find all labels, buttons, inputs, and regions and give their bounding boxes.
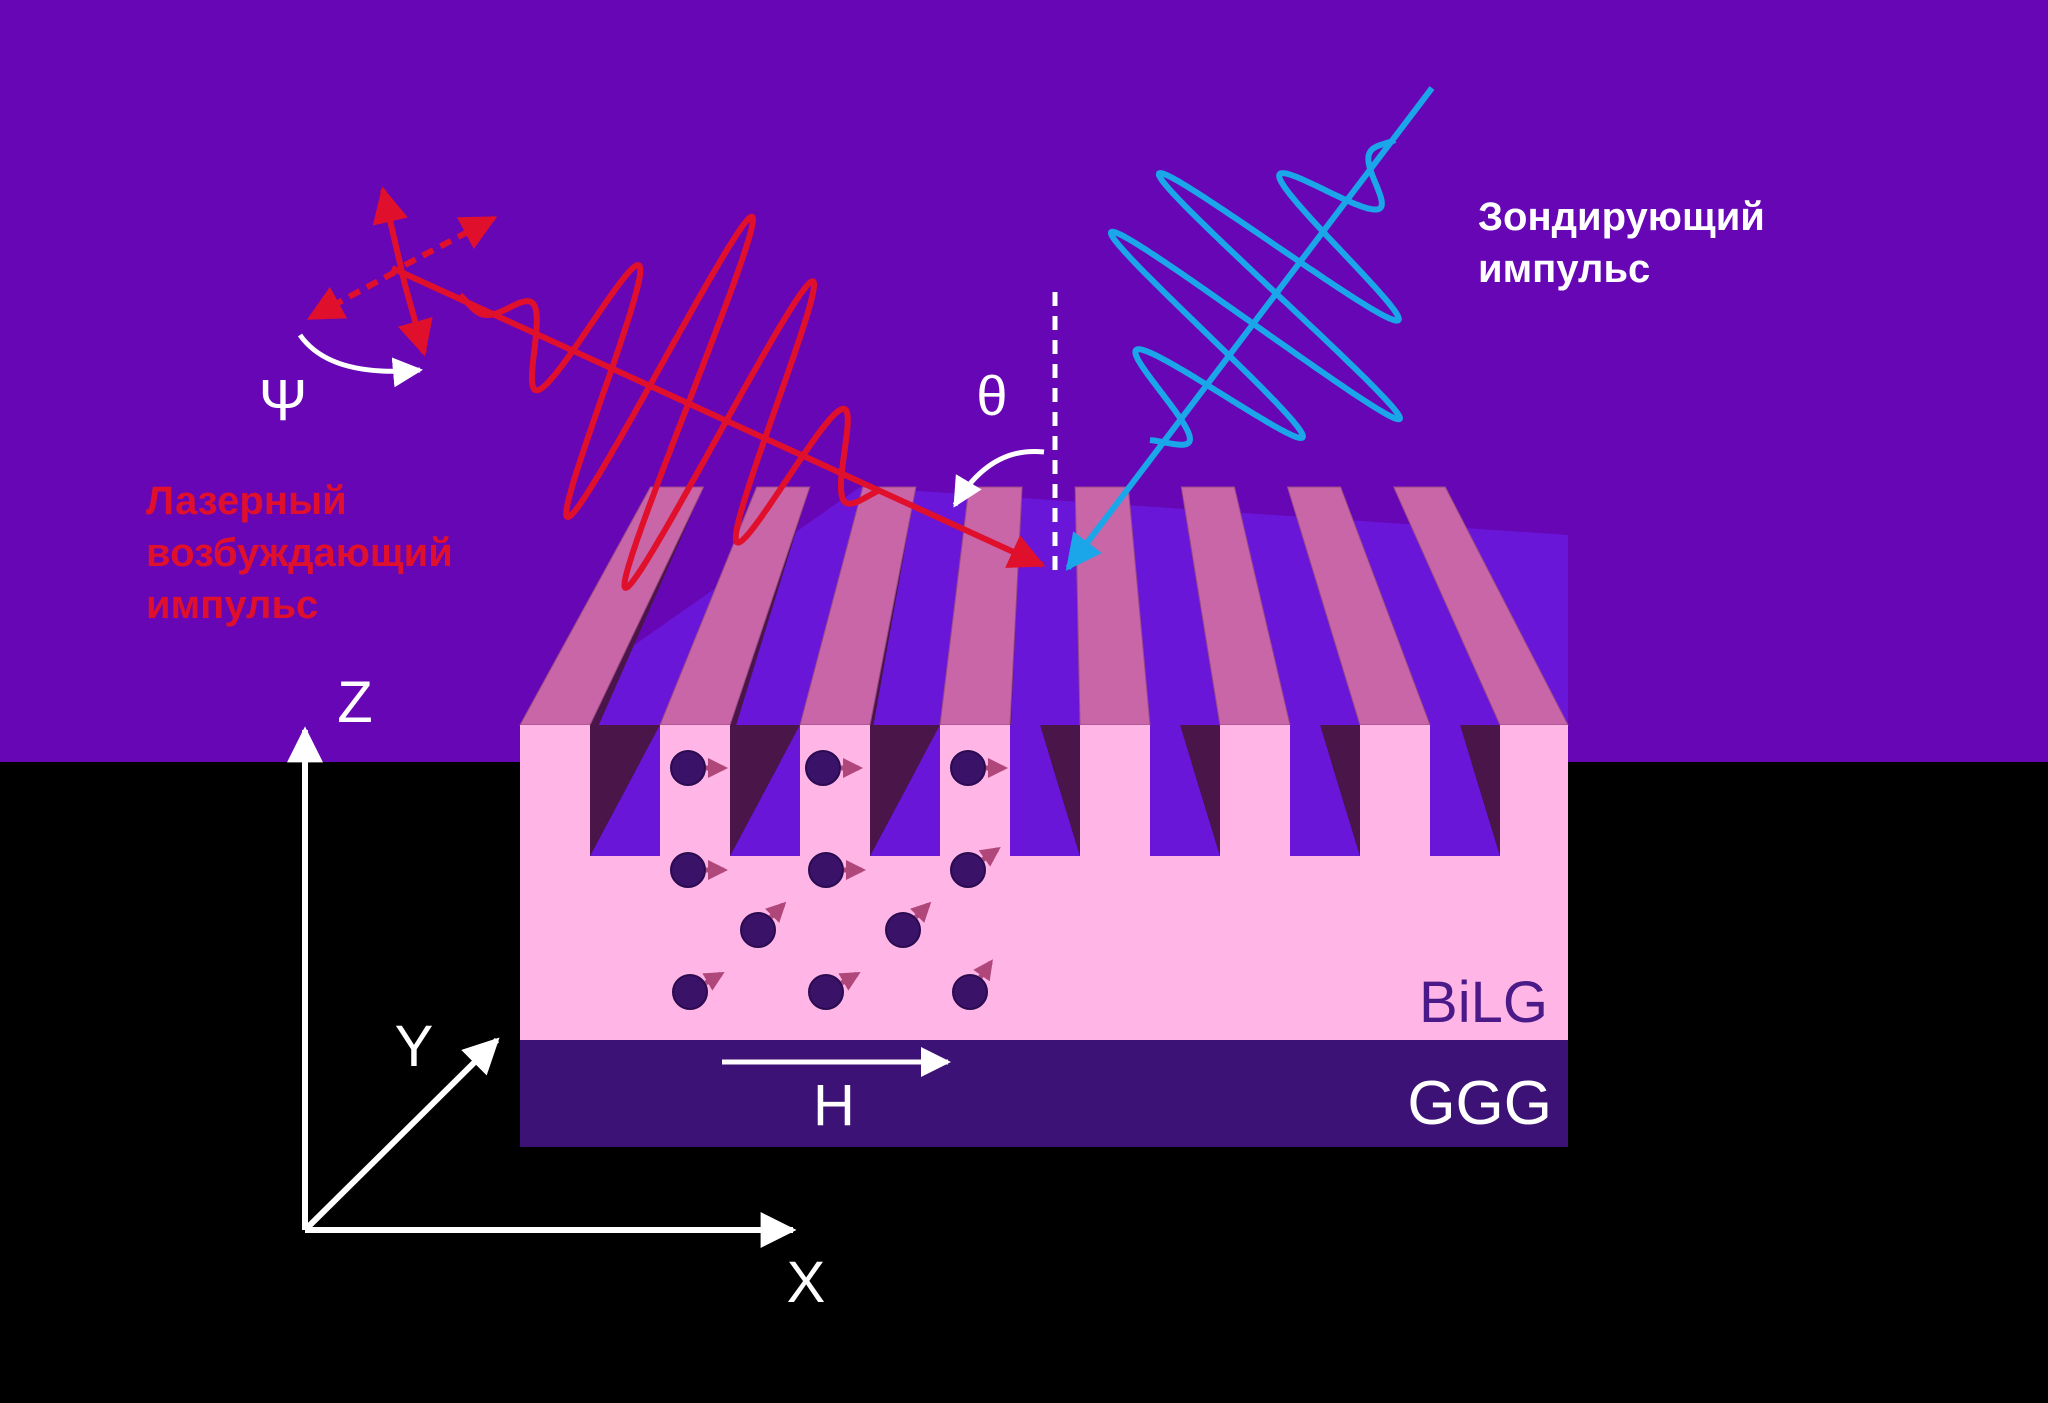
theta-label: θ	[976, 364, 1007, 427]
spin-dot-icon	[740, 901, 787, 948]
probe-label-line2: импульс	[1478, 247, 1650, 291]
pump-label-line3: импульс	[146, 583, 318, 627]
pump-wave-packet	[457, 213, 882, 591]
grating-top	[519, 486, 1569, 745]
groove-floor	[1150, 725, 1220, 856]
coordinate-axes: Z Y X	[287, 670, 826, 1315]
rotation-arrow-icon	[297, 333, 423, 388]
spin-dot-icon	[885, 901, 932, 948]
probe-label-line1: Зондирующий	[1478, 195, 1765, 239]
spin-dot-icon	[952, 959, 993, 1010]
ggg-substrate	[520, 1040, 1568, 1147]
svg-text:Лазерный возбуждающий: Лазерный возбуждающий импульс	[146, 479, 464, 627]
axis-x-label: X	[787, 1250, 826, 1315]
svg-text:Зондирующий импульс: Зондирующий импульс	[1478, 195, 1776, 291]
probe-wave-packet	[1108, 137, 1403, 448]
spin-dot-icon	[670, 852, 728, 888]
spin-dot-icon	[950, 750, 1008, 786]
groove-floor	[1010, 725, 1080, 856]
polarization-cross-icon	[306, 186, 498, 357]
spin-dot-icon	[808, 971, 861, 1010]
pump-label-line1: Лазерный	[146, 479, 347, 523]
groove-floor	[870, 725, 940, 856]
psi-label: Ψ	[259, 368, 307, 433]
axis-y-label: Y	[395, 1014, 434, 1079]
pump-pulse	[390, 213, 1046, 591]
axis-y-arrow	[302, 1037, 500, 1233]
layer-label-bilg: BiLG	[1419, 970, 1548, 1035]
pump-beam-arrow	[390, 265, 1046, 568]
groove-floor	[1290, 725, 1360, 856]
spin-dot-icon	[950, 847, 1001, 888]
field-h-label: H	[813, 1073, 855, 1138]
groove-walls	[590, 725, 1500, 856]
probe-beam-arrow	[1065, 86, 1435, 571]
spin-dot-icon	[672, 971, 725, 1010]
axis-z-label: Z	[337, 670, 372, 735]
film-front-face	[520, 725, 1568, 1040]
spin-dot-icon	[808, 852, 866, 888]
groove-side-wall	[870, 487, 916, 745]
groove-side-wall	[590, 487, 704, 745]
spin-array	[670, 750, 1008, 1010]
pump-label-line2: возбуждающий	[146, 531, 453, 575]
probe-pulse	[1065, 86, 1435, 571]
groove-side-wall	[730, 487, 810, 745]
spin-dot-icon	[670, 750, 728, 786]
groove-floor	[1430, 725, 1500, 856]
layer-label-ggg: GGG	[1407, 1069, 1552, 1138]
groove-floor	[730, 725, 800, 856]
theta-arc-icon	[952, 448, 1045, 508]
grating-stripes	[519, 486, 1569, 745]
groove-floor	[590, 725, 660, 856]
spin-dot-icon	[805, 750, 863, 786]
